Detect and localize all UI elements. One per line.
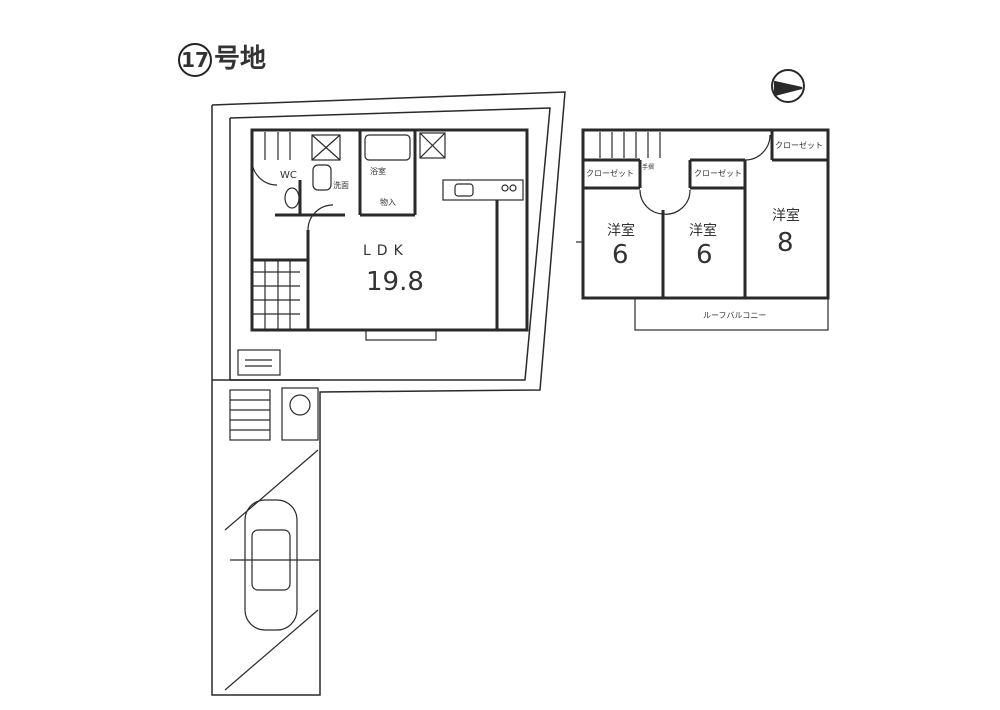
room-1-size: 6 (612, 240, 629, 270)
bath-label: 浴室 (370, 167, 386, 176)
storage-label: 物入 (380, 198, 396, 207)
closet-label-1: クローゼット (586, 169, 634, 178)
parking-area (224, 387, 320, 691)
closet-label-3: クローゼット (775, 141, 823, 150)
north-arrow-icon (771, 69, 805, 103)
second-floor-details (576, 132, 829, 331)
shower-icon (311, 134, 341, 161)
kitchen-sink-icon (454, 183, 474, 197)
room-2-size: 6 (696, 240, 713, 270)
handrail-label: 手摺 (642, 164, 655, 171)
toilet-icon (284, 187, 300, 209)
sink-icon (312, 164, 332, 191)
site-boundary (211, 91, 566, 696)
washroom-label: 洗面 (333, 181, 349, 190)
stairs-icon (252, 132, 300, 330)
car-icon (244, 499, 298, 631)
room-3-size: 8 (777, 228, 794, 258)
closet-label-2: クローゼット (694, 169, 742, 178)
bathtub-icon (364, 134, 411, 161)
ldk-label: LDK (363, 243, 409, 259)
balcony-label: ルーフバルコニー (703, 311, 767, 320)
first-floor-fixtures (237, 132, 524, 376)
room-1-label: 洋室 (607, 223, 635, 239)
kitchen-counter (442, 179, 524, 201)
room-3-label: 洋室 (772, 208, 800, 224)
wc-label: WC (280, 170, 297, 181)
room-2-label: 洋室 (689, 223, 717, 239)
tree-icon (289, 394, 311, 416)
ldk-size: 19.8 (366, 267, 424, 297)
balcony-outline (634, 297, 829, 331)
